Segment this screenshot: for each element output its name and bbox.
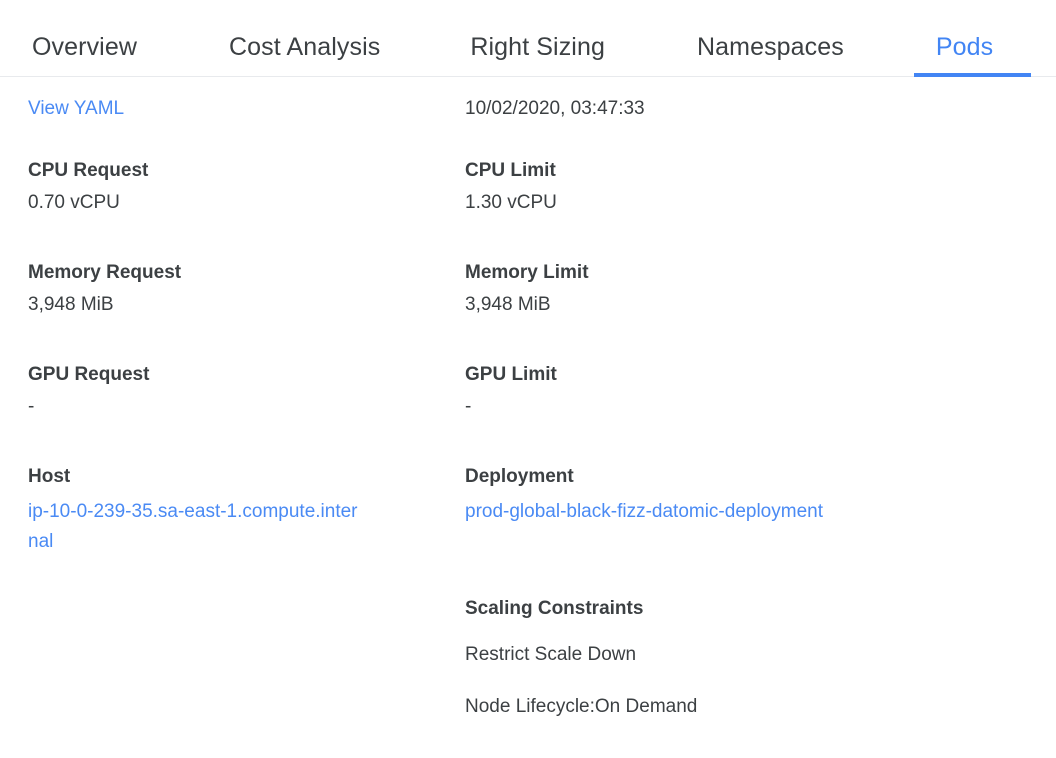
field-memory-limit: Memory Limit 3,948 MiB [465,261,589,317]
field-gpu-limit: GPU Limit - [465,363,557,419]
cpu-request-label: CPU Request [28,160,149,181]
gpu-request-label: GPU Request [28,364,150,385]
tab-pods[interactable]: Pods [913,0,1032,77]
field-view-yaml: View YAML [28,97,124,121]
scaling-constraints-label: Scaling Constraints [465,598,644,619]
gpu-limit-label: GPU Limit [465,364,557,385]
tab-right-sizing[interactable]: Right Sizing [448,0,627,76]
tab-bar: Overview Cost Analysis Right Sizing Name… [0,0,1056,77]
tab-cost-analysis[interactable]: Cost Analysis [207,0,402,76]
gpu-request-value: - [28,396,35,417]
field-host: Host ip-10-0-239-35.sa-east-1.compute.in… [28,465,358,557]
host-link[interactable]: ip-10-0-239-35.sa-east-1.compute.interna… [28,501,358,552]
memory-request-label: Memory Request [28,262,182,283]
tab-namespaces[interactable]: Namespaces [675,0,866,76]
view-yaml-link[interactable]: View YAML [28,98,125,119]
field-cpu-limit: CPU Limit 1.30 vCPU [465,159,557,215]
host-label: Host [28,466,71,487]
deployment-link[interactable]: prod-global-black-fizz-datomic-deploymen… [465,501,823,522]
cpu-request-value: 0.70 vCPU [28,192,120,213]
scaling-constraint-item: Restrict Scale Down [465,644,637,665]
memory-limit-label: Memory Limit [465,262,589,283]
memory-request-value: 3,948 MiB [28,294,114,315]
scaling-constraint-item: Node Lifecycle:On Demand [465,696,698,717]
field-memory-request: Memory Request 3,948 MiB [28,261,181,317]
field-scaling-constraints: Scaling Constraints Restrict Scale Down … [465,597,697,719]
deployment-label: Deployment [465,466,574,487]
field-gpu-request: GPU Request - [28,363,149,419]
cpu-limit-value: 1.30 vCPU [465,192,557,213]
cpu-limit-label: CPU Limit [465,160,556,181]
gpu-limit-value: - [465,396,472,417]
field-timestamp: 10/02/2020, 03:47:33 [465,97,645,121]
tab-list: Overview Cost Analysis Right Sizing Name… [0,0,1056,77]
timestamp-value: 10/02/2020, 03:47:33 [465,98,645,119]
tab-overview[interactable]: Overview [10,0,159,76]
memory-limit-value: 3,948 MiB [465,294,551,315]
field-cpu-request: CPU Request 0.70 vCPU [28,159,148,215]
field-deployment: Deployment prod-global-black-fizz-datomi… [465,465,823,527]
